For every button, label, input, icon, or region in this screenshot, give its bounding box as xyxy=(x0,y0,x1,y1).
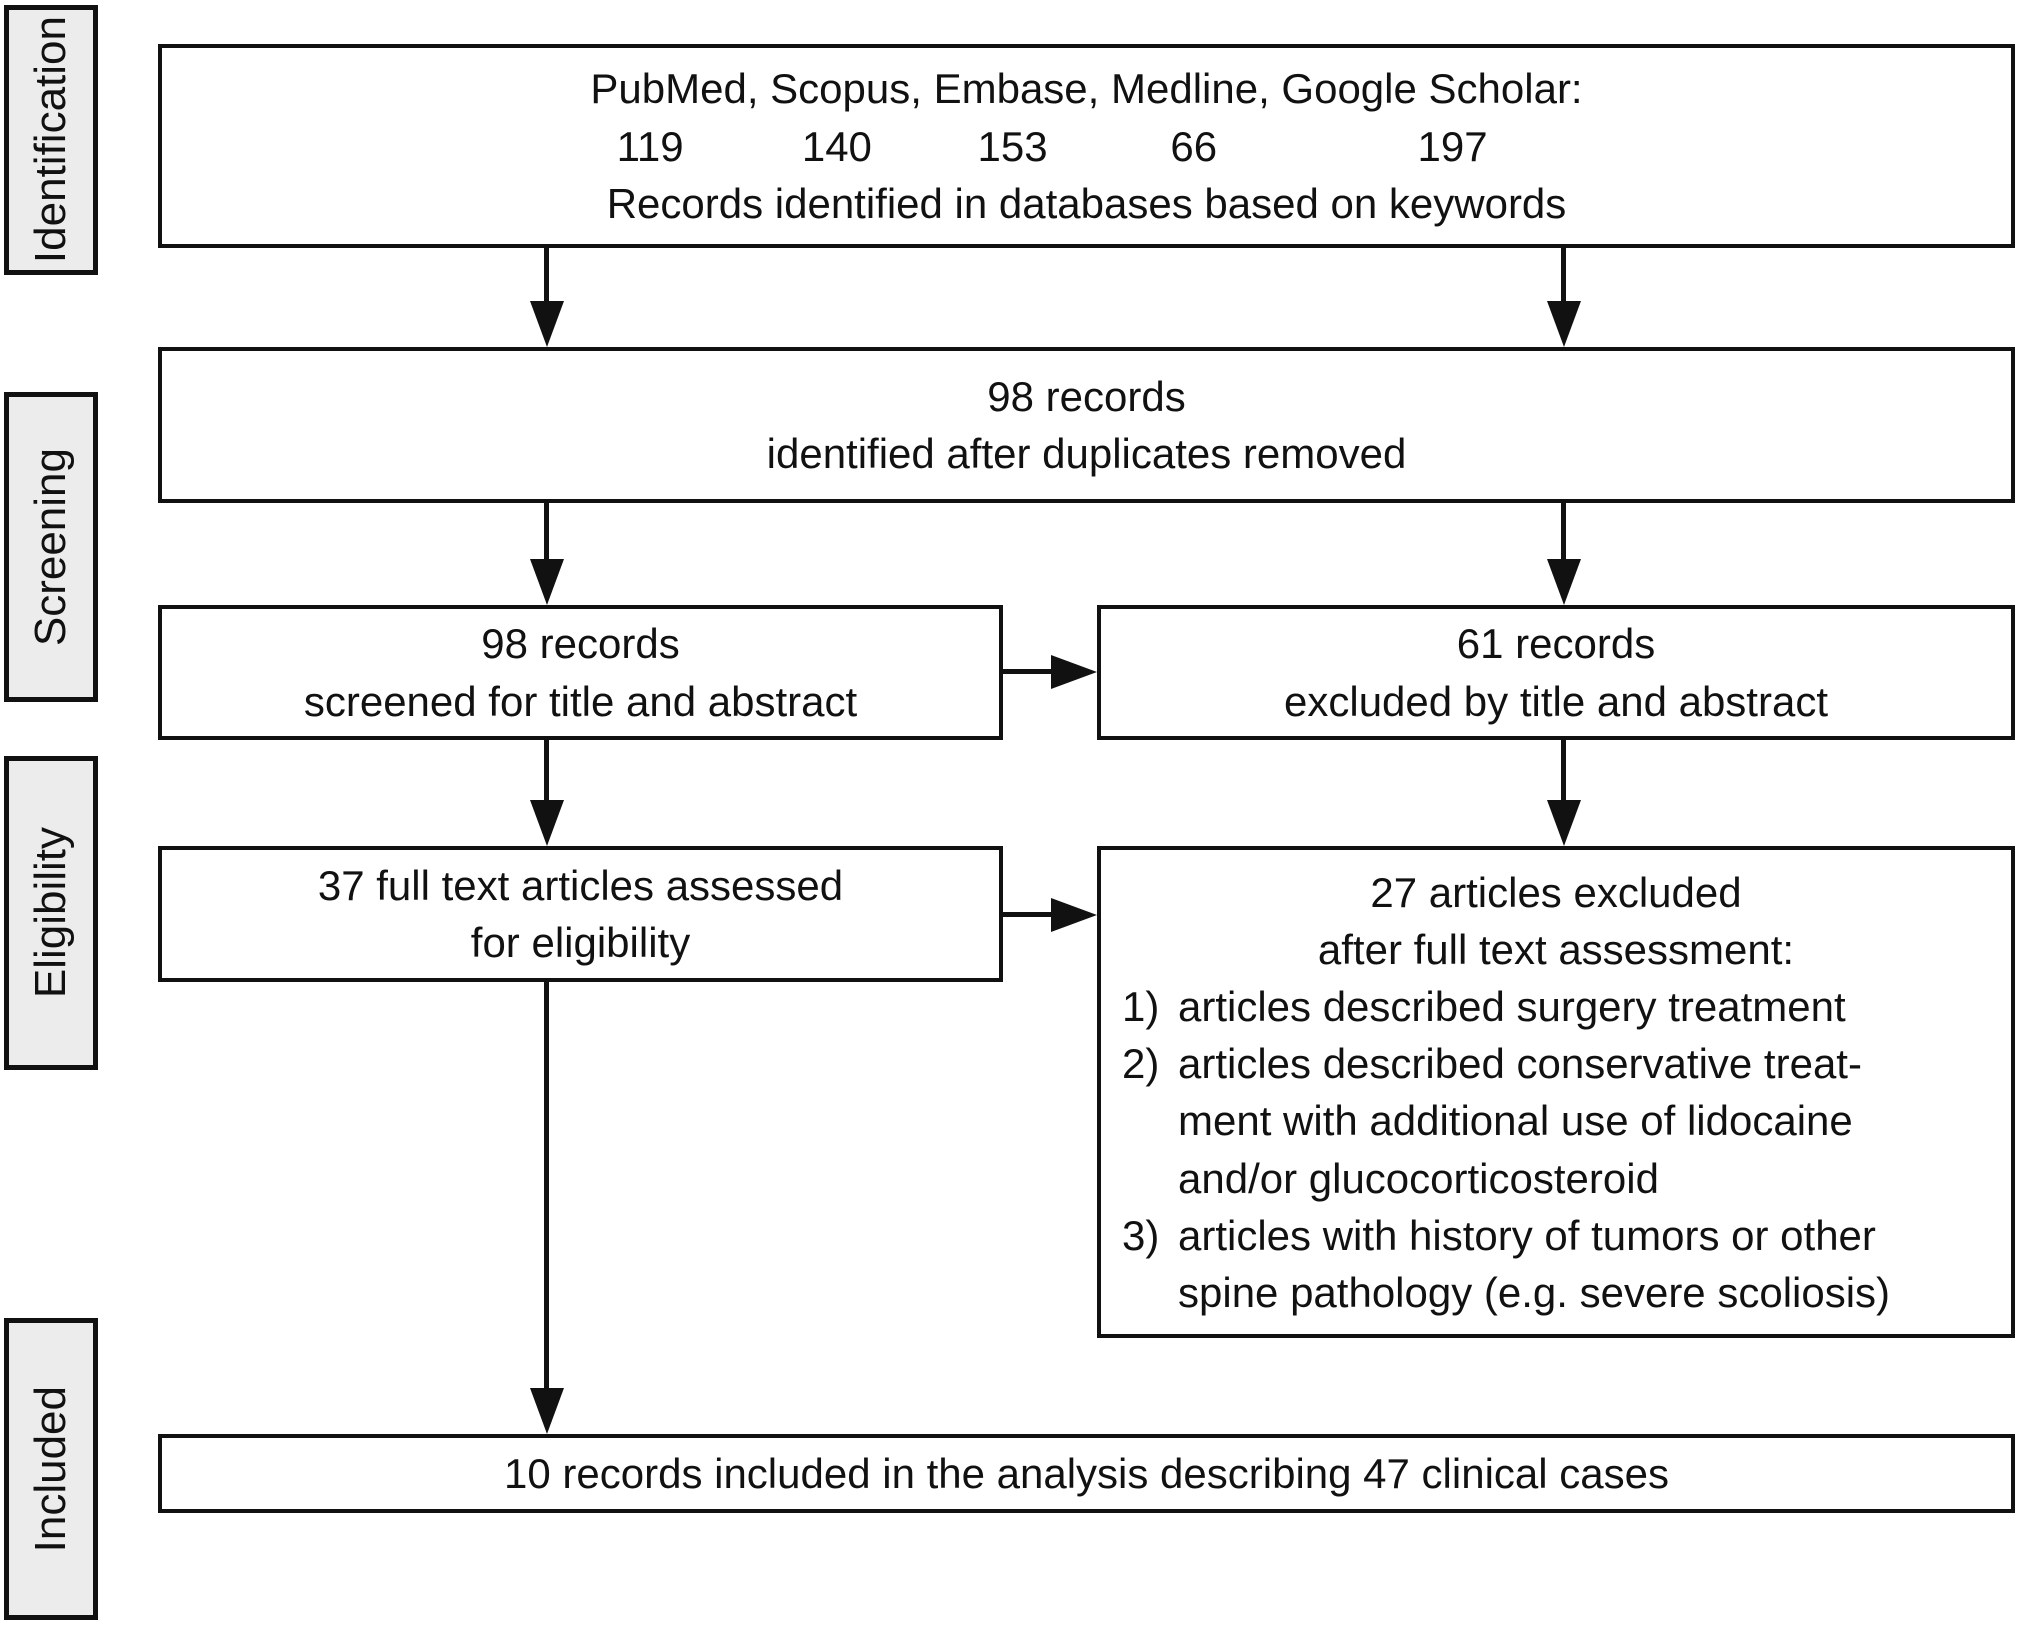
excluded-item-2: 2) articles described conservative treat… xyxy=(1115,1035,1997,1092)
box-records-identified: PubMed, Scopus, Embase, Medline, Google … xyxy=(158,44,2015,248)
stage-label-text: Screening xyxy=(26,447,75,647)
excluded-title-line2: excluded by title and abstract xyxy=(1284,677,1828,725)
excluded-item-3-cont: spine pathology (e.g. severe scoliosis) xyxy=(1115,1264,1997,1321)
arrow-down-icon xyxy=(544,503,549,565)
item-text: ment with additional use of lidocaine xyxy=(1178,1097,1853,1145)
count-google-scholar: 197 xyxy=(1417,122,1488,170)
fulltext-line1: 37 full text articles assessed xyxy=(317,861,844,909)
box-screened-title-abstract: 98 records screened for title and abstra… xyxy=(158,605,1003,740)
arrow-right-icon xyxy=(1003,912,1058,917)
count-embase: 153 xyxy=(977,122,1048,170)
databases-caption: Records identified in databases based on… xyxy=(606,179,1567,227)
arrow-down-icon xyxy=(544,982,549,1394)
excluded-title-line1: 61 records xyxy=(1456,620,1656,668)
arrow-down-head-icon xyxy=(1547,301,1581,347)
item-text: articles described conservative treat- xyxy=(1178,1040,1862,1088)
arrow-down-icon xyxy=(1561,503,1566,565)
item-text: spine pathology (e.g. severe scoliosis) xyxy=(1178,1268,1891,1316)
excluded-item-2-cont: and/or glucocorticosteroid xyxy=(1115,1150,1997,1207)
fulltext-line2: for eligibility xyxy=(470,919,691,966)
item-marker: 2) xyxy=(1122,1040,1160,1088)
count-pubmed: 119 xyxy=(616,122,684,170)
arrow-down-icon xyxy=(544,248,549,308)
databases-title: PubMed, Scopus, Embase, Medline, Google … xyxy=(590,65,1583,113)
arrow-down-head-icon xyxy=(530,301,564,347)
arrow-down-head-icon xyxy=(530,800,564,846)
item-text: articles with history of tumors or other xyxy=(1178,1211,1876,1259)
box-duplicates-removed: 98 records identified after duplicates r… xyxy=(158,347,2015,503)
arrow-right-head-icon xyxy=(1051,655,1097,689)
dedup-line1: 98 records xyxy=(987,372,1186,420)
stage-label-text: Eligibility xyxy=(26,827,75,999)
item-text: and/or glucocorticosteroid xyxy=(1178,1154,1659,1202)
stage-label-screening: Screening xyxy=(4,392,98,702)
excluded-item-1: 1) articles described surgery treatment xyxy=(1115,978,1997,1035)
item-marker: 3) xyxy=(1122,1211,1160,1259)
stage-label-identification: Identification xyxy=(4,5,98,275)
screened-line2: screened for title and abstract xyxy=(303,677,858,725)
arrow-down-head-icon xyxy=(1547,800,1581,846)
count-scopus: 140 xyxy=(801,122,872,170)
dedup-line2: identified after duplicates removed xyxy=(766,430,1407,477)
databases-counts-row: 119 140 153 66 197 xyxy=(162,118,2011,175)
excluded-item-3: 3) articles with history of tumors or ot… xyxy=(1115,1207,1997,1264)
excluded-item-2-cont: ment with additional use of lidocaine xyxy=(1115,1092,1997,1149)
included-line1: 10 records included in the analysis desc… xyxy=(504,1449,1669,1497)
arrow-down-head-icon xyxy=(530,559,564,605)
item-marker: 1) xyxy=(1122,983,1160,1031)
stage-label-text: Included xyxy=(26,1385,75,1553)
count-medline: 66 xyxy=(1170,122,1218,170)
arrow-right-icon xyxy=(1003,669,1058,674)
arrow-down-icon xyxy=(544,740,549,806)
arrow-down-head-icon xyxy=(530,1388,564,1434)
box-excluded-title-abstract: 61 records excluded by title and abstrac… xyxy=(1097,605,2015,740)
excluded-fulltext-line2: after full text assessment: xyxy=(1317,926,1795,974)
excluded-fulltext-line1: 27 articles excluded xyxy=(1370,869,1742,916)
arrow-down-icon xyxy=(1561,248,1566,308)
item-text: articles described surgery treatment xyxy=(1178,983,1846,1031)
stage-label-included: Included xyxy=(4,1318,98,1620)
arrow-right-head-icon xyxy=(1051,898,1097,932)
box-included-analysis: 10 records included in the analysis desc… xyxy=(158,1434,2015,1513)
arrow-down-head-icon xyxy=(1547,559,1581,605)
stage-label-text: Identification xyxy=(26,16,75,264)
arrow-down-icon xyxy=(1561,740,1566,806)
box-fulltext-assessed: 37 full text articles assessed for eligi… xyxy=(158,846,1003,982)
stage-label-eligibility: Eligibility xyxy=(4,756,98,1070)
screened-line1: 98 records xyxy=(481,620,680,668)
box-excluded-fulltext: 27 articles excluded after full text ass… xyxy=(1097,846,2015,1338)
